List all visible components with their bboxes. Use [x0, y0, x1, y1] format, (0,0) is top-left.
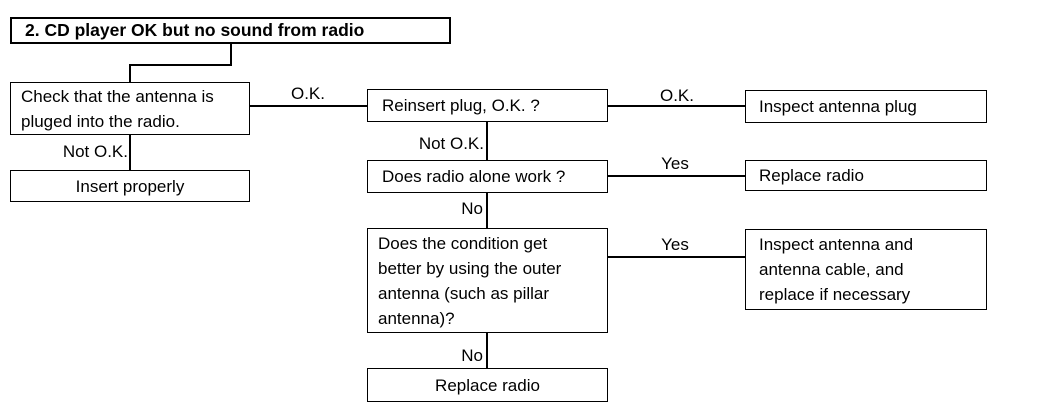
connector-reinsert-to-radio-alone [486, 122, 488, 160]
edge-label-no-2: No [461, 346, 483, 365]
connector-radio-alone-to-condition [486, 193, 488, 228]
node-does-radio-alone-work: Does radio alone work ? [367, 160, 608, 193]
connector-title-into-check [129, 64, 131, 83]
connector-check-to-reinsert [250, 105, 367, 107]
edge-label-yes-2: Yes [661, 235, 689, 254]
node-replace-radio-1: Replace radio [745, 160, 987, 191]
edge-label-yes-1: Yes [661, 154, 689, 173]
node-reinsert-plug: Reinsert plug, O.K. ? [367, 89, 608, 122]
connector-radio-alone-to-replace [608, 175, 745, 177]
connector-reinsert-to-inspect-plug [608, 105, 745, 107]
node-replace-radio-2: Replace radio [367, 368, 608, 402]
edge-label-not-ok-1: Not O.K. [62, 142, 128, 161]
node-inspect-antenna-cable: Inspect antenna and antenna cable, and r… [745, 229, 987, 310]
edge-label-ok-2: O.K. [659, 86, 694, 105]
node-check-antenna: Check that the antenna is pluged into th… [10, 82, 250, 135]
node-inspect-antenna-plug: Inspect antenna plug [745, 90, 987, 123]
node-title: 2. CD player OK but no sound from radio [10, 17, 451, 44]
edge-label-ok-1: O.K. [290, 84, 325, 103]
connector-condition-to-inspect-cable [608, 256, 745, 258]
node-does-condition-get-better: Does the condition get better by using t… [367, 228, 608, 333]
node-insert-properly: Insert properly [10, 170, 250, 202]
connector-title-step [129, 64, 232, 66]
connector-check-to-insert [129, 135, 131, 171]
connector-condition-to-replace [486, 333, 488, 368]
edge-label-no-1: No [461, 199, 483, 218]
edge-label-not-ok-2: Not O.K. [418, 134, 484, 153]
connector-title-down [230, 43, 232, 66]
